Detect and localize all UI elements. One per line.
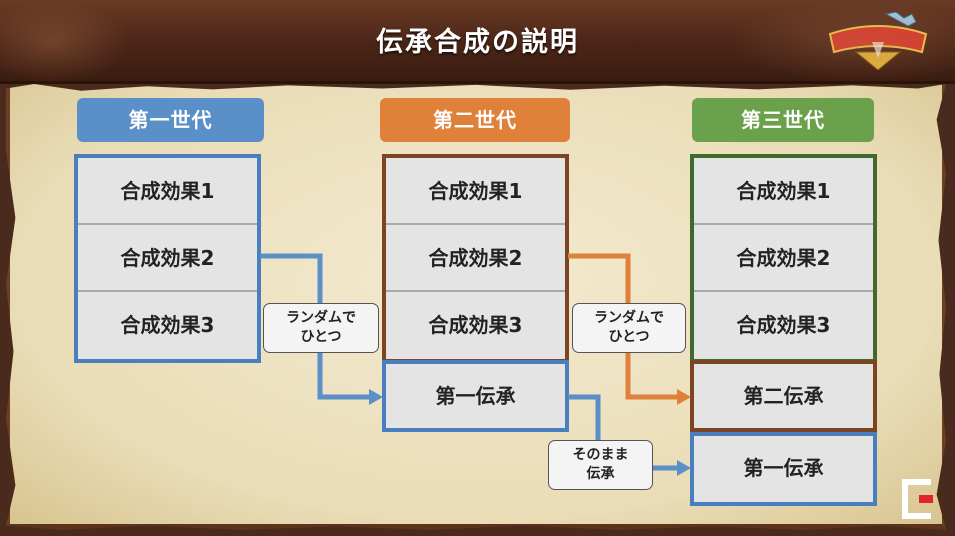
slide-header: 伝承合成の説明	[0, 0, 955, 84]
gen2-first-inheritance: 第一伝承	[382, 360, 569, 432]
gen1-effects-column: 合成効果1 合成効果2 合成効果3	[74, 154, 261, 363]
arrow-head-gen1-to-gen2	[369, 389, 383, 405]
gen3-effect-3: 合成効果3	[736, 313, 831, 337]
gen1-effect-1: 合成効果1	[78, 158, 257, 225]
gen2-effect-1: 合成効果1	[386, 158, 565, 225]
gen2-label: 第二世代	[380, 98, 570, 142]
as-is-inheritance-note: そのまま 伝承	[548, 440, 653, 490]
arrow-head-gen2-to-gen3	[677, 389, 691, 405]
random-one-note-2-line1: ランダムで	[594, 310, 664, 326]
gen3-effect-2: 合成効果2	[694, 225, 873, 292]
random-one-note-2-line2: ひとつ	[608, 329, 650, 345]
gen2-effect-2: 合成効果2	[386, 225, 565, 292]
gen1-effect-2: 合成効果2	[78, 225, 257, 292]
random-one-note-2: ランダムで ひとつ	[572, 303, 686, 353]
gen2-effect-3: 合成効果3	[428, 313, 523, 337]
gen3-effects-column: 合成効果1 合成効果2 合成効果3	[690, 154, 877, 363]
gen3-second-inheritance: 第二伝承	[690, 360, 877, 432]
slide-title: 伝承合成の説明	[376, 27, 579, 58]
gen3-effect-1: 合成効果1	[694, 158, 873, 225]
channel-badge-icon	[902, 479, 933, 519]
as-is-note-line2: 伝承	[586, 466, 615, 482]
arrow-head-gen2-inheritance-to-gen3	[677, 460, 691, 476]
gen2-effects-column: 合成効果1 合成効果2 合成効果3	[382, 154, 569, 363]
gen3-label: 第三世代	[692, 98, 874, 142]
random-one-note-1: ランダムで ひとつ	[263, 303, 379, 353]
random-one-note-1-line1: ランダムで	[286, 310, 356, 326]
gen1-label: 第一世代	[77, 98, 264, 142]
gen3-first-inheritance: 第一伝承	[690, 432, 877, 506]
random-one-note-1-line2: ひとつ	[300, 329, 342, 345]
as-is-note-line1: そのまま	[572, 447, 629, 463]
gen1-effect-3: 合成効果3	[120, 313, 215, 337]
